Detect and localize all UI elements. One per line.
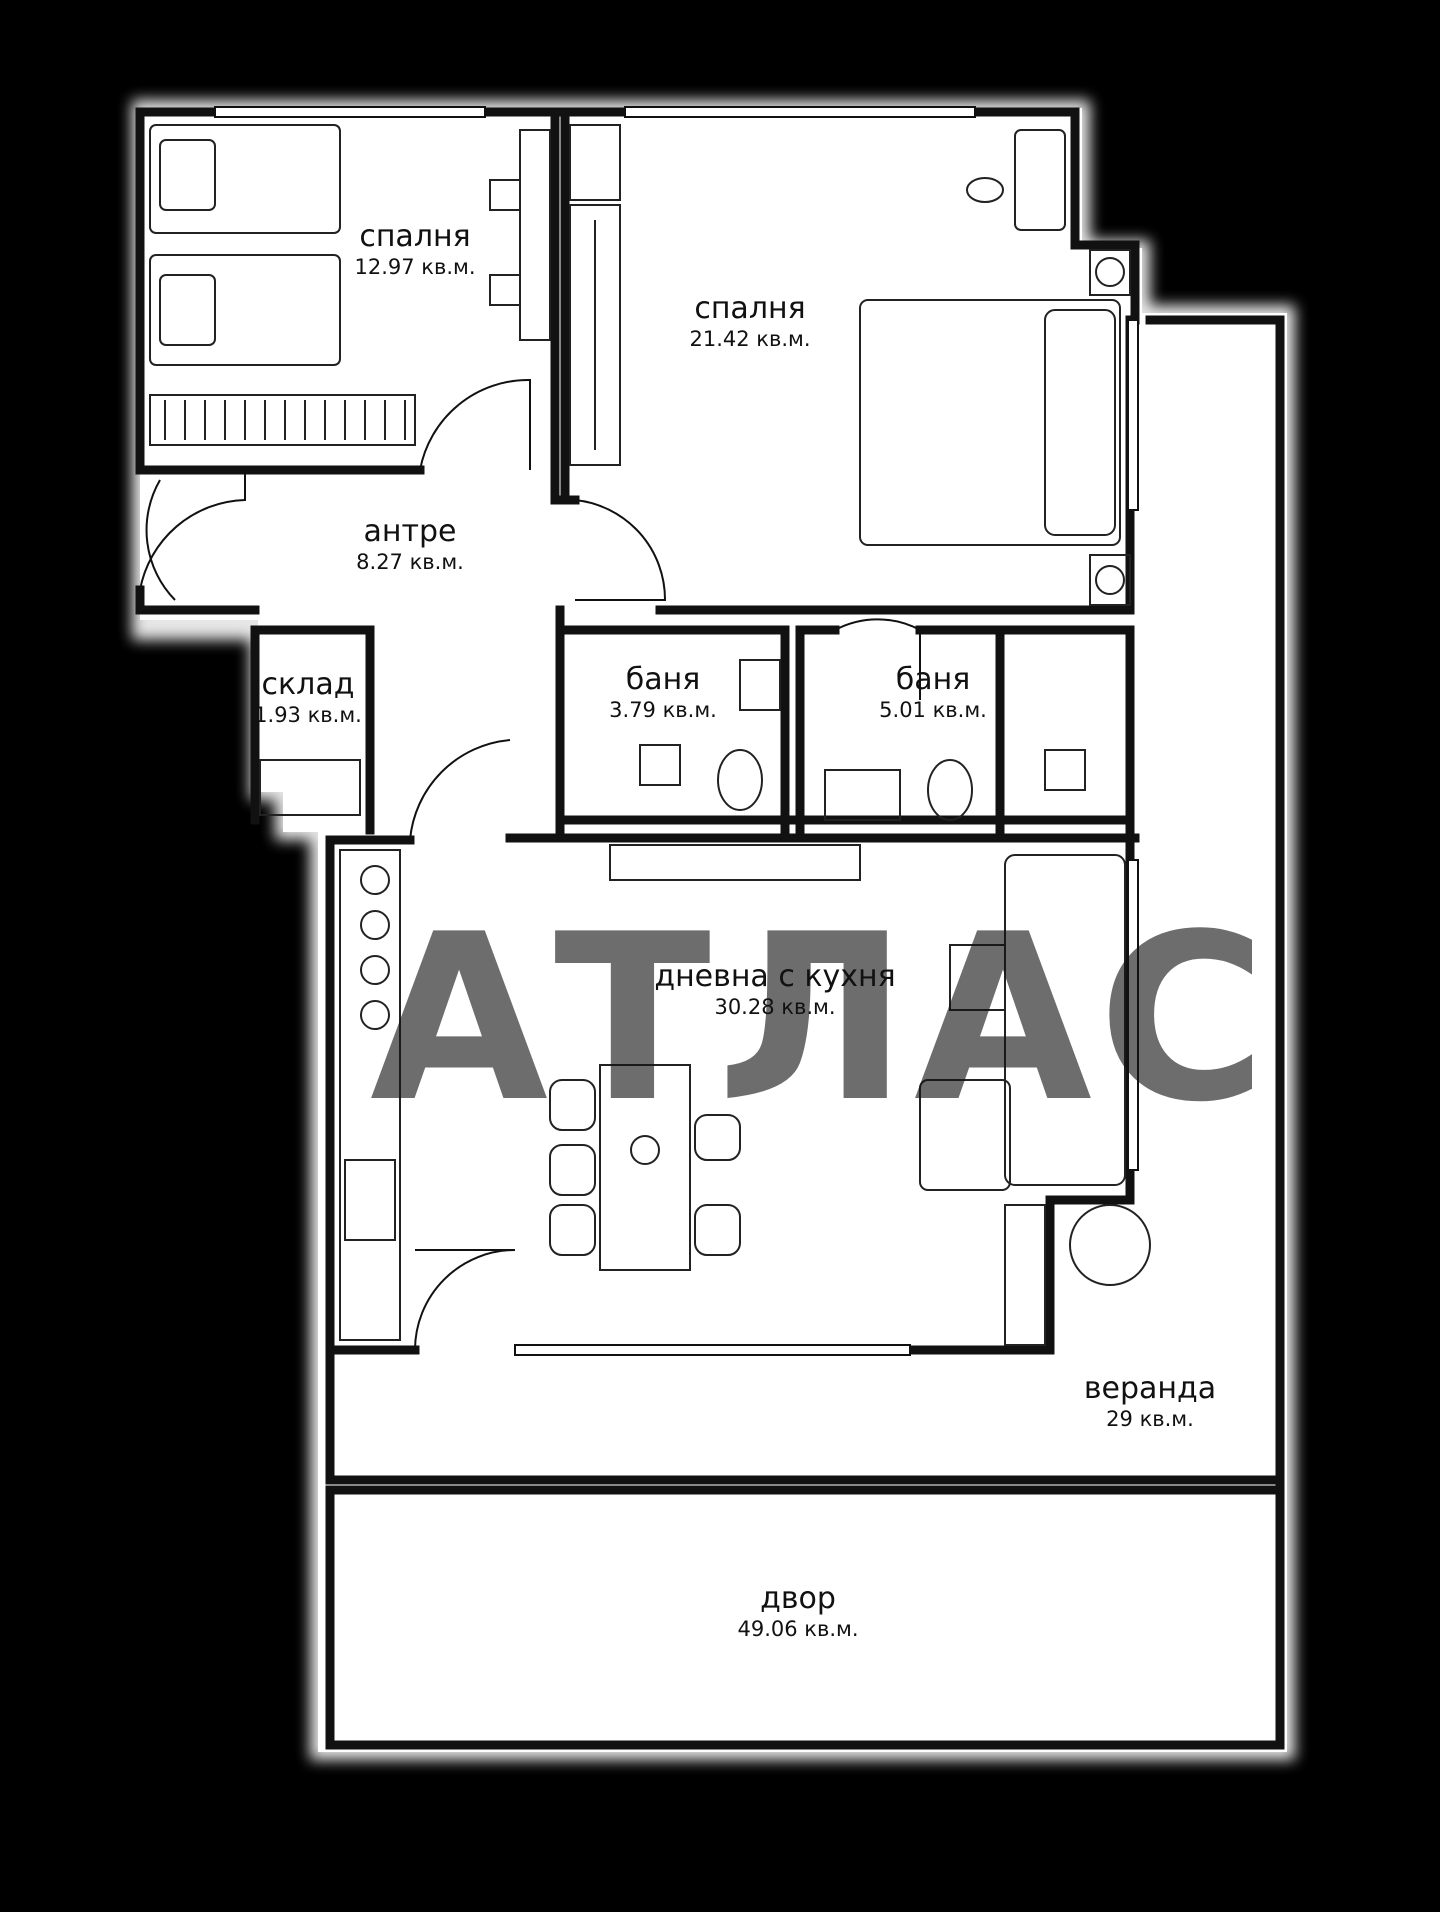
room-area: 8.27 кв.м. xyxy=(356,549,464,574)
room-label-living-kitchen: дневна с кухня 30.28 кв.м. xyxy=(654,959,896,1019)
room-area: 21.42 кв.м. xyxy=(689,326,811,351)
room-name: спалня xyxy=(694,291,806,326)
room-area: 30.28 кв.м. xyxy=(714,994,836,1019)
plan-floor xyxy=(140,108,1287,1752)
room-label-storage: склад 1.93 кв.м. xyxy=(254,667,362,727)
room-area: 1.93 кв.м. xyxy=(254,702,362,727)
room-label-veranda: веранда 29 кв.м. xyxy=(1083,1371,1217,1431)
plan-doors xyxy=(139,378,921,1351)
room-name: двор xyxy=(760,1581,836,1616)
room-label-bathroom-1: баня 3.79 кв.м. xyxy=(609,662,717,722)
plan-furniture xyxy=(149,124,1151,1346)
room-name: баня xyxy=(625,662,701,697)
room-label-bathroom-2: баня 5.01 кв.м. xyxy=(879,662,987,722)
room-name: спалня xyxy=(359,219,471,254)
room-area: 3.79 кв.м. xyxy=(609,697,717,722)
plan-windows xyxy=(214,106,1139,1356)
room-name: баня xyxy=(895,662,971,697)
room-area: 29 кв.м. xyxy=(1106,1406,1194,1431)
room-name: антре xyxy=(363,514,457,549)
room-label-yard: двор 49.06 кв.м. xyxy=(737,1581,859,1641)
room-area: 12.97 кв.м. xyxy=(354,254,476,279)
room-label-hallway: антре 8.27 кв.м. xyxy=(356,514,464,574)
room-name: веранда xyxy=(1083,1371,1217,1406)
room-name: склад xyxy=(261,667,355,702)
room-label-bedroom-master: спалня 21.42 кв.м. xyxy=(689,291,811,351)
room-name: дневна с кухня xyxy=(654,959,896,994)
room-area: 49.06 кв.м. xyxy=(737,1616,859,1641)
room-label-bedroom-small: спалня 12.97 кв.м. xyxy=(354,219,476,279)
room-area: 5.01 кв.м. xyxy=(879,697,987,722)
